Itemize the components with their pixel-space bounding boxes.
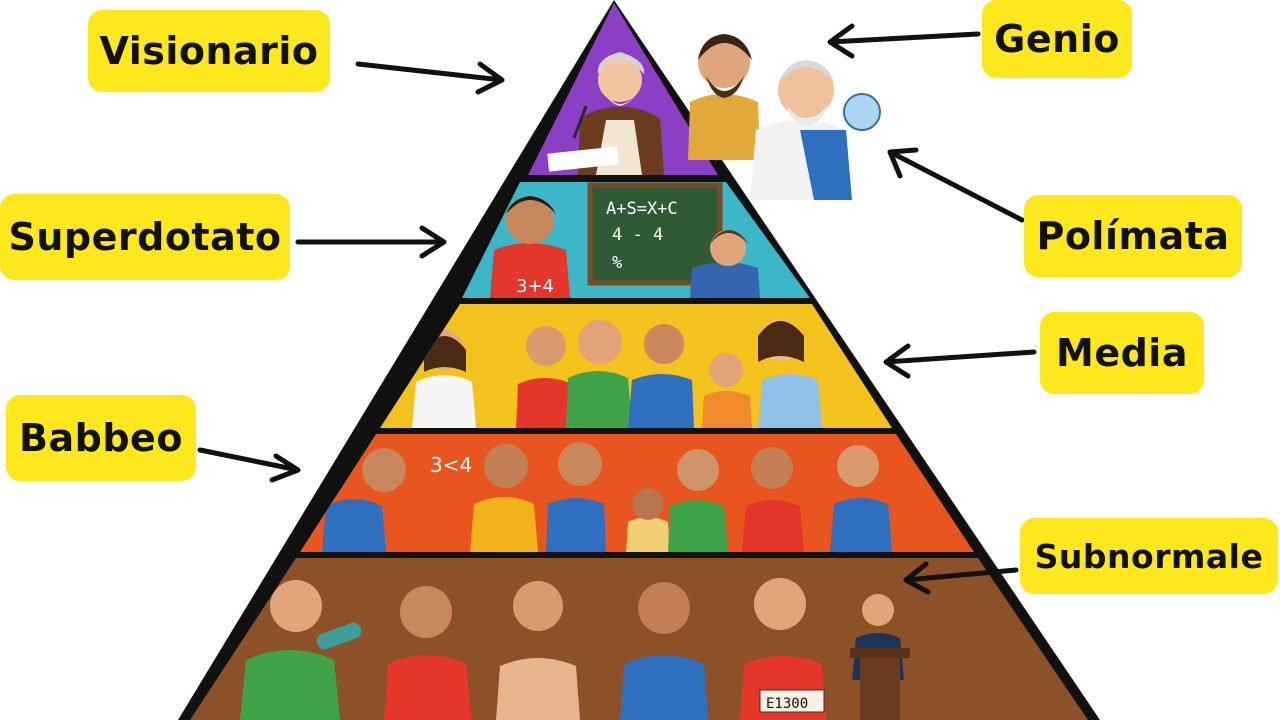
tier-visionario	[528, 3, 718, 175]
label-superdotato: Superdotato	[0, 194, 290, 280]
label-polimata: Polímata	[1024, 195, 1242, 277]
floating-math: 3<4	[430, 453, 472, 477]
label-visionario: Visionario	[88, 10, 330, 92]
arrow-babbeo	[197, 447, 301, 483]
genio-figures	[688, 34, 881, 200]
chalkboard-line3: %	[612, 253, 622, 273]
arrow-visionario	[355, 61, 505, 95]
arrow-superdotato	[295, 225, 447, 259]
arrow-media	[883, 343, 1037, 379]
shirt-math: 3+4	[516, 276, 554, 297]
tier-subnormale: E1300	[190, 558, 1088, 720]
arrow-subnormale	[903, 561, 1019, 595]
label-subnormale: Subnormale	[1020, 518, 1278, 594]
chalkboard-line2: 4 - 4	[612, 225, 663, 245]
label-genio: Genio	[982, 0, 1132, 78]
arrow-genio	[827, 23, 981, 59]
arrow-polimata	[887, 147, 1025, 223]
chalkboard-line1: A+S=X+C	[606, 199, 678, 219]
label-media: Media	[1040, 312, 1204, 394]
tier-babbeo: 3<4	[300, 434, 974, 552]
label-babbeo: Babbeo	[6, 395, 196, 481]
tier-superdotato: A+S=X+C 4 - 4 % 3+4	[462, 182, 810, 298]
receipt-text: E1300	[766, 696, 808, 712]
tier-media	[380, 304, 892, 428]
arrows	[197, 23, 1037, 595]
